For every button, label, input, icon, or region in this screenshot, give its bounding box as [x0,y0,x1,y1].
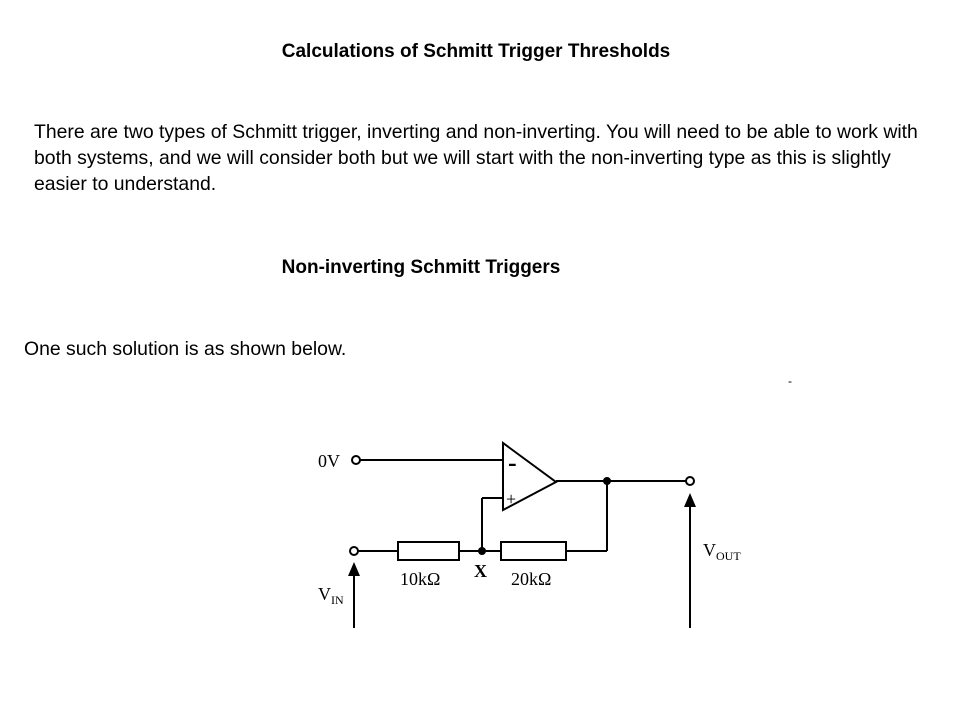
vin-terminal [349,546,359,556]
node-x-label: X [474,561,487,581]
vout-label-sub: OUT [716,549,741,563]
intro-paragraph: There are two types of Schmitt trigger, … [34,121,918,195]
stray-mark: - [788,374,792,388]
vin-arrow-head [348,562,360,576]
opamp-plus-sign: + [506,489,516,509]
figure-caption: One such solution is as shown below. [24,338,347,360]
svg-text:VOUT: VOUT [703,540,741,563]
output-junction [603,477,611,485]
resistor-10k-label: 10kΩ [400,569,440,589]
schmitt-trigger-circuit: 0V - + 10kΩ 20kΩ X VIN VOUT [318,441,741,628]
output-terminal [685,476,695,486]
node-x-junction [478,547,486,555]
ground-label: 0V [318,451,340,471]
vout-label-main: V [703,540,716,560]
resistor-20k [500,541,567,561]
resistor-10k [397,541,460,561]
ground-terminal [351,455,361,465]
vin-label-main: V [318,584,331,604]
svg-text:VIN: VIN [318,584,344,607]
vout-arrow-head [684,493,696,507]
page-title: Calculations of Schmitt Trigger Threshol… [281,41,671,62]
opamp-minus-sign: - [508,448,517,477]
section-heading: Non-inverting Schmitt Triggers [281,257,561,278]
vin-label-sub: IN [331,593,344,607]
opamp-symbol [502,441,558,512]
resistor-20k-label: 20kΩ [511,569,551,589]
